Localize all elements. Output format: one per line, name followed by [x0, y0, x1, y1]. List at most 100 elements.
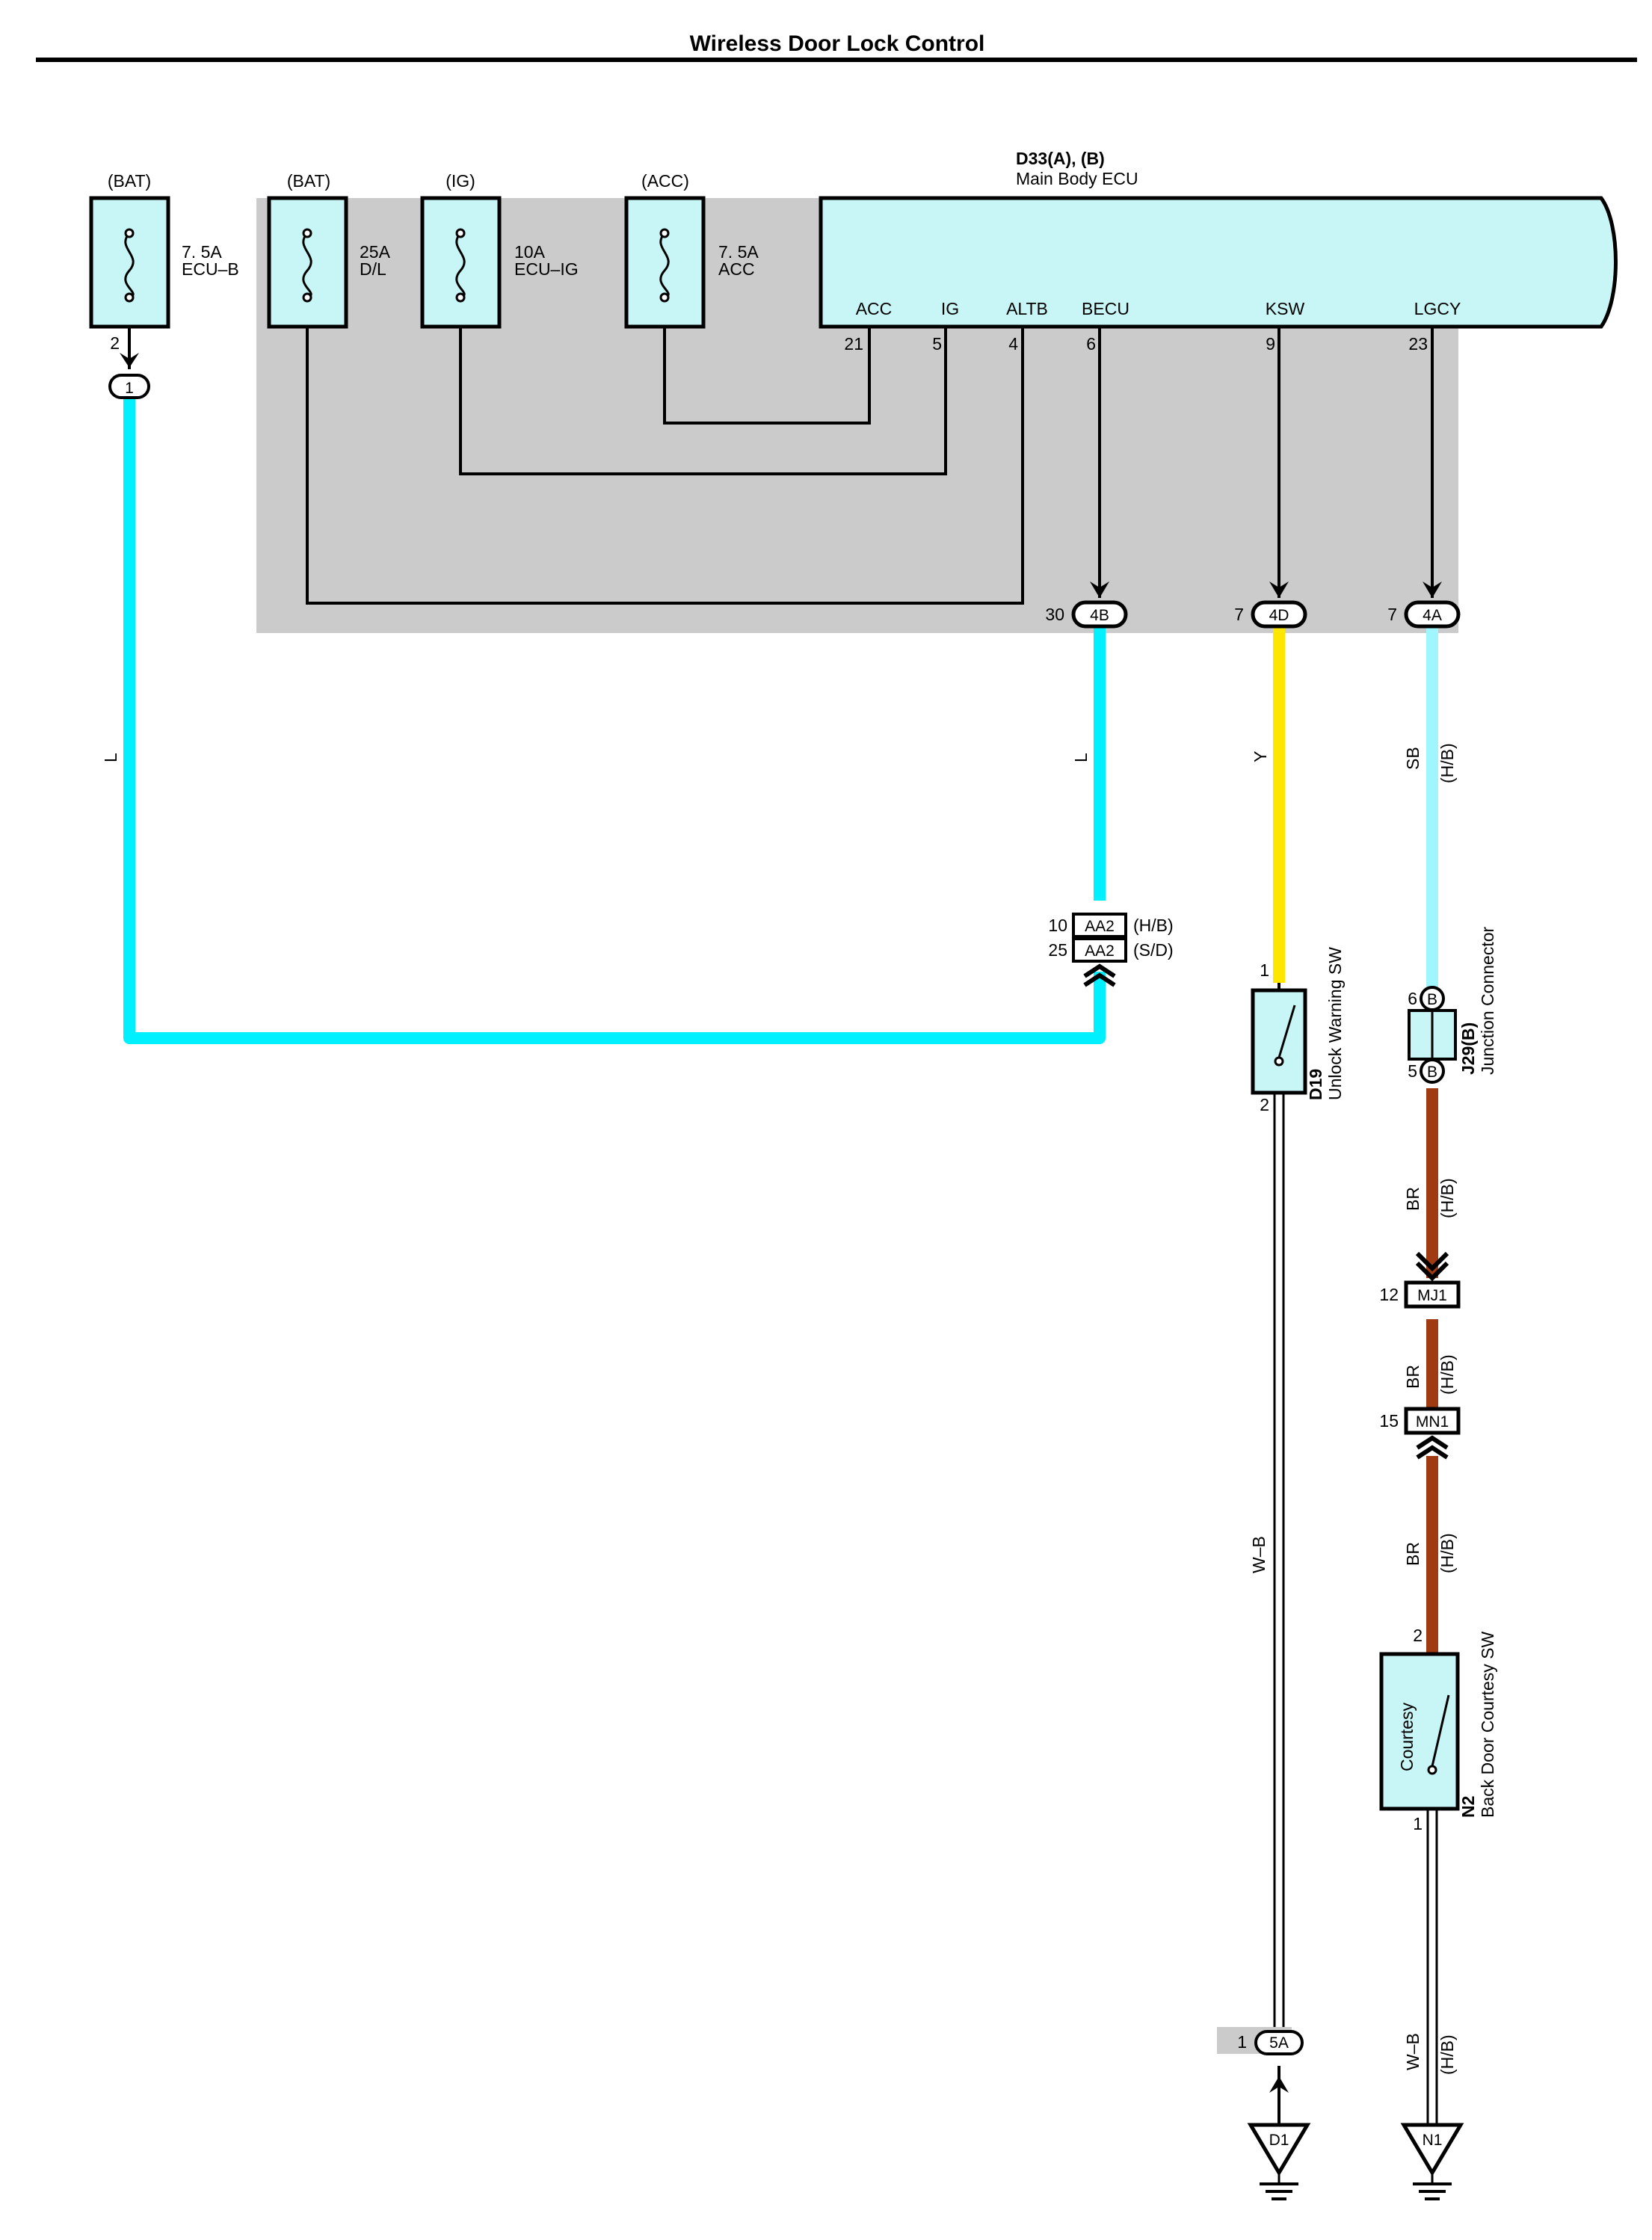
n2-back-door-courtesy-switch: 2 Courtesy 1 N2 Back Door Courtesy SW [1379, 1626, 1497, 1833]
connector-4b: 30 4B [1045, 600, 1128, 629]
fuse-ecu-b: (BAT) 7. 5A ECU–B 2 [89, 171, 239, 353]
connector-4a: 7 4A [1387, 600, 1461, 629]
wire-label-sb-hb: (H/B) [1437, 743, 1457, 783]
ground-n1-label: N1 [1423, 2132, 1443, 2149]
fuse-source: (ACC) [641, 171, 689, 191]
connector-pin: 15 [1379, 1411, 1399, 1431]
n2-pin-bottom: 1 [1413, 1814, 1423, 1833]
fuse-source: (IG) [446, 171, 475, 191]
j29-pin-bottom: 5 [1408, 1061, 1417, 1081]
connector-pin-bottom: 25 [1048, 940, 1067, 960]
ecu-terminal-altb: ALTB [1006, 299, 1048, 318]
ecu-pin-5: 5 [932, 334, 942, 354]
wire-l-main [123, 398, 1106, 1044]
fuse-name: ACC [718, 259, 755, 279]
wire-label-l-left: L [101, 753, 120, 762]
ecu-pin-6: 6 [1086, 334, 1096, 354]
fuse-rating: 7. 5A [718, 242, 759, 262]
connector-id: MJ1 [1417, 1287, 1447, 1304]
connector-1: 1 [108, 374, 150, 399]
ecu-code: D33(A), (B) [1016, 149, 1105, 168]
wire-wb-right [1426, 1809, 1438, 2159]
wire-label-br-3: BR [1403, 1542, 1423, 1566]
n2-code: N2 [1458, 1796, 1478, 1818]
connector-pin: 7 [1234, 605, 1244, 624]
ecu-terminal-ksw: KSW [1266, 299, 1305, 318]
connector-note-top: (H/B) [1133, 916, 1174, 935]
connector-5a: 1 5A [1237, 2030, 1304, 2055]
fuse-name: D/L [360, 259, 386, 279]
d19-pin-top: 1 [1260, 960, 1269, 980]
wire-label-l-becu: L [1071, 753, 1091, 762]
title-rule [36, 58, 1637, 62]
ground-d1-label: D1 [1269, 2132, 1289, 2149]
wire-label-sb: SB [1403, 747, 1423, 770]
j29-pin-id-top: B [1427, 991, 1437, 1008]
connector-id: MN1 [1416, 1413, 1449, 1431]
fuse-dl: (BAT) 25A D/L [267, 171, 391, 329]
n2-inner-label: Courtesy [1397, 1702, 1417, 1771]
ecu-pin-9: 9 [1266, 334, 1275, 354]
connector-id-bottom: AA2 [1085, 942, 1115, 960]
fuse-ecu-ig: (IG) 10A ECU–IG [420, 171, 579, 329]
connector-id: 4D [1269, 607, 1289, 624]
connector-id-top: AA2 [1085, 918, 1115, 935]
connector-pin: 30 [1045, 605, 1064, 624]
arrow-tips [120, 353, 1442, 598]
d19-pin-bottom: 2 [1260, 1095, 1269, 1114]
wire-label-br-2: BR [1403, 1365, 1423, 1389]
wire-label-br-3-hb: (H/B) [1437, 1533, 1457, 1573]
fuse-icon [302, 232, 312, 299]
j29-name: Junction Connector [1478, 926, 1497, 1075]
ecu-pin-23: 23 [1408, 334, 1428, 354]
ecu-pin-21: 21 [844, 334, 863, 354]
wire-label-br-1-hb: (H/B) [1437, 1178, 1457, 1218]
d19-unlock-warning-switch: 1 2 D19 Unlock Warning SW [1251, 947, 1345, 1114]
connector-id: 4A [1423, 607, 1442, 624]
ecu-pin-4: 4 [1008, 334, 1018, 354]
ecu-terminal-lgcy: LGCY [1414, 299, 1461, 318]
j29-code: J29(B) [1458, 1022, 1478, 1075]
connector-aa2: AA2 AA2 10 25 (H/B) (S/D) [1048, 913, 1174, 987]
switch-icon [1277, 1005, 1296, 1058]
ecu-terminal-ig: IG [941, 299, 959, 318]
ground-d1: D1 [1247, 2123, 1311, 2200]
n2-name: Back Door Courtesy SW [1478, 1631, 1497, 1818]
connector-mj1: MJ1 12 [1379, 1251, 1461, 1309]
fuse-rating: 25A [360, 242, 391, 262]
connector-note-bottom: (S/D) [1133, 940, 1174, 960]
connector-4d: 7 4D [1234, 600, 1307, 629]
connector-pin: 7 [1387, 605, 1397, 624]
page-title: Wireless Door Lock Control [690, 31, 985, 56]
fuse-name: ECU–IG [514, 259, 579, 279]
connector-pin: 1 [1237, 2032, 1247, 2052]
fuse-pin: 2 [110, 333, 120, 353]
switch-icon [1431, 1694, 1450, 1767]
internal-wires [128, 327, 1434, 605]
j29-pin-top: 6 [1408, 989, 1417, 1008]
fuse-icon [455, 232, 466, 299]
wire-label-y: Y [1251, 751, 1270, 762]
d19-name: Unlock Warning SW [1325, 947, 1345, 1100]
fuse-icon [659, 232, 670, 299]
j29-pin-id-bottom: B [1427, 1064, 1437, 1081]
wire-label-br-2-hb: (H/B) [1437, 1354, 1457, 1395]
wire-label-wb-right: W–B [1403, 2033, 1423, 2070]
wire-label-br-1: BR [1403, 1187, 1423, 1211]
fuse-acc: (ACC) 7. 5A ACC [624, 171, 759, 329]
ground-n1: N1 [1400, 2123, 1464, 2200]
fuse-rating: 10A [514, 242, 546, 262]
arrow-up-5a [1269, 2076, 1289, 2093]
fuse-rating: 7. 5A [182, 242, 222, 262]
wire-wb-left [1273, 1093, 1285, 2044]
ecu-name: Main Body ECU [1016, 169, 1138, 188]
fuse-source: (BAT) [108, 171, 151, 191]
connector-id: 1 [125, 380, 134, 397]
main-body-ecu: D33(A), (B) Main Body ECU ACC IG ALTB BE… [819, 149, 1618, 354]
connector-id: 4B [1090, 607, 1109, 624]
ecu-terminal-acc: ACC [856, 299, 893, 318]
ecu-terminal-becu: BECU [1082, 299, 1129, 318]
fuse-icon [124, 232, 135, 299]
d19-code: D19 [1306, 1069, 1325, 1100]
